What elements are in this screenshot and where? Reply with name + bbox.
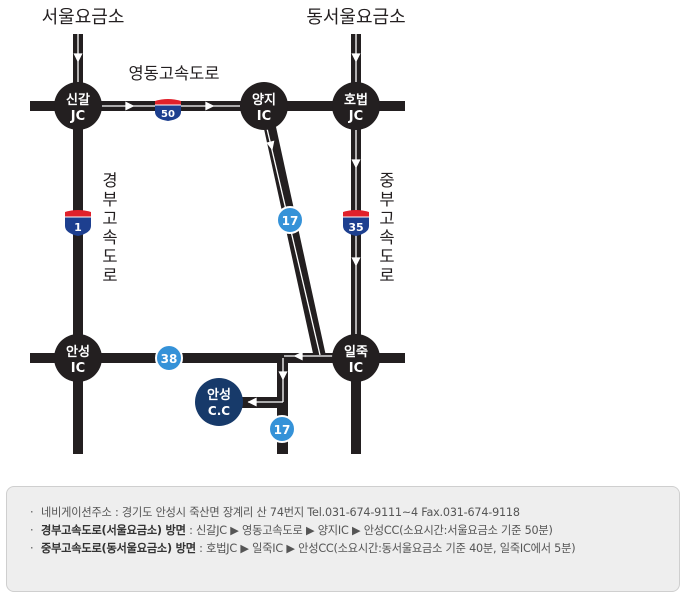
gyeongbu-expressway-road (73, 34, 83, 454)
junction-singal-type: JC (70, 109, 85, 124)
route-map: 서울요금소 동서울요금소 영동고속 (30, 7, 406, 454)
junction-singal-name: 신갈 (66, 93, 90, 108)
route-gyeongbu-text: : 신갈JC ▶ 영동고속도로 ▶ 양지IC ▶ 안성CC(소요시간:서울요금소… (185, 524, 553, 537)
route-gyeongbu-item: · 경부고속도로(서울요금소) 방면 : 신갈JC ▶ 영동고속도로 ▶ 양지I… (27, 522, 661, 539)
route-shield-50-icon: 50 (155, 99, 181, 121)
tollgate-dongseoul-label: 동서울요금소 (306, 7, 405, 28)
junction-hobeop-name: 호법 (344, 92, 368, 108)
directions-info-box: · 네비게이션주소 : 경기도 안성시 죽산면 장계리 산 74번지 Tel.0… (6, 486, 680, 592)
route-38-road (30, 353, 405, 363)
junction-iljuk-ic: 일죽 IC (332, 334, 380, 382)
svg-text:17: 17 (274, 423, 291, 437)
route-shield-1-icon: 1 (65, 210, 91, 236)
route-shield-35-number: 35 (348, 221, 363, 234)
junction-hobeop-type: JC (348, 109, 363, 124)
junction-yangji-ic: 양지 IC (240, 82, 288, 130)
route-shield-50-number: 50 (161, 109, 175, 120)
route-shield-35-icon: 35 (343, 210, 369, 236)
junction-yangji-name: 양지 (252, 93, 276, 108)
junction-anseong-type: IC (71, 361, 85, 376)
address-item: · 네비게이션주소 : 경기도 안성시 죽산면 장계리 산 74번지 Tel.0… (27, 504, 661, 521)
bullet-icon: · (30, 542, 34, 555)
junction-iljuk-name: 일죽 (344, 345, 368, 360)
route-guide-lines (73, 34, 361, 407)
address-text: 네비게이션주소 : 경기도 안성시 죽산면 장계리 산 74번지 Tel.031… (41, 506, 520, 519)
route-circle-17-lower-icon: 17 (268, 415, 296, 443)
bullet-icon: · (30, 506, 34, 519)
destination-name: 안성 (207, 387, 231, 403)
route-gyeongbu-label: 경부고속도로(서울요금소) 방면 (41, 524, 186, 537)
junction-yangji-type: IC (257, 109, 271, 124)
junction-hobeop-jc: 호법 JC (332, 82, 380, 130)
destination-anseong-cc: 안성 C.C (195, 378, 243, 426)
junction-iljuk-type: IC (349, 361, 363, 376)
junction-anseong-name: 안성 (66, 344, 90, 360)
route-shield-1-number: 1 (74, 221, 82, 234)
route-jungbu-text: : 호법JC ▶ 일죽IC ▶ 안성CC(소요시간:동서울요금소 기준 40분,… (195, 542, 576, 555)
route-circle-17-upper-icon: 17 (276, 206, 304, 234)
route-jungbu-label: 중부고속도로(동서울요금소) 방면 (41, 542, 196, 555)
bullet-icon: · (30, 524, 34, 537)
junction-anseong-ic: 안성 IC (54, 334, 102, 382)
directions-list: · 네비게이션주소 : 경기도 안성시 죽산면 장계리 산 74번지 Tel.0… (27, 504, 661, 557)
svg-text:38: 38 (161, 352, 178, 366)
tollgate-seoul-label: 서울요금소 (42, 7, 125, 28)
svg-text:17: 17 (282, 214, 299, 228)
destination-type: C.C (208, 404, 230, 418)
route-circle-38-icon: 38 (155, 344, 183, 372)
junction-singal-jc: 신갈 JC (54, 82, 102, 130)
route-jungbu-item: · 중부고속도로(동서울요금소) 방면 : 호법JC ▶ 일죽IC ▶ 안성CC… (27, 540, 661, 557)
yeongdong-expressway-label: 영동고속도로 (128, 64, 219, 83)
